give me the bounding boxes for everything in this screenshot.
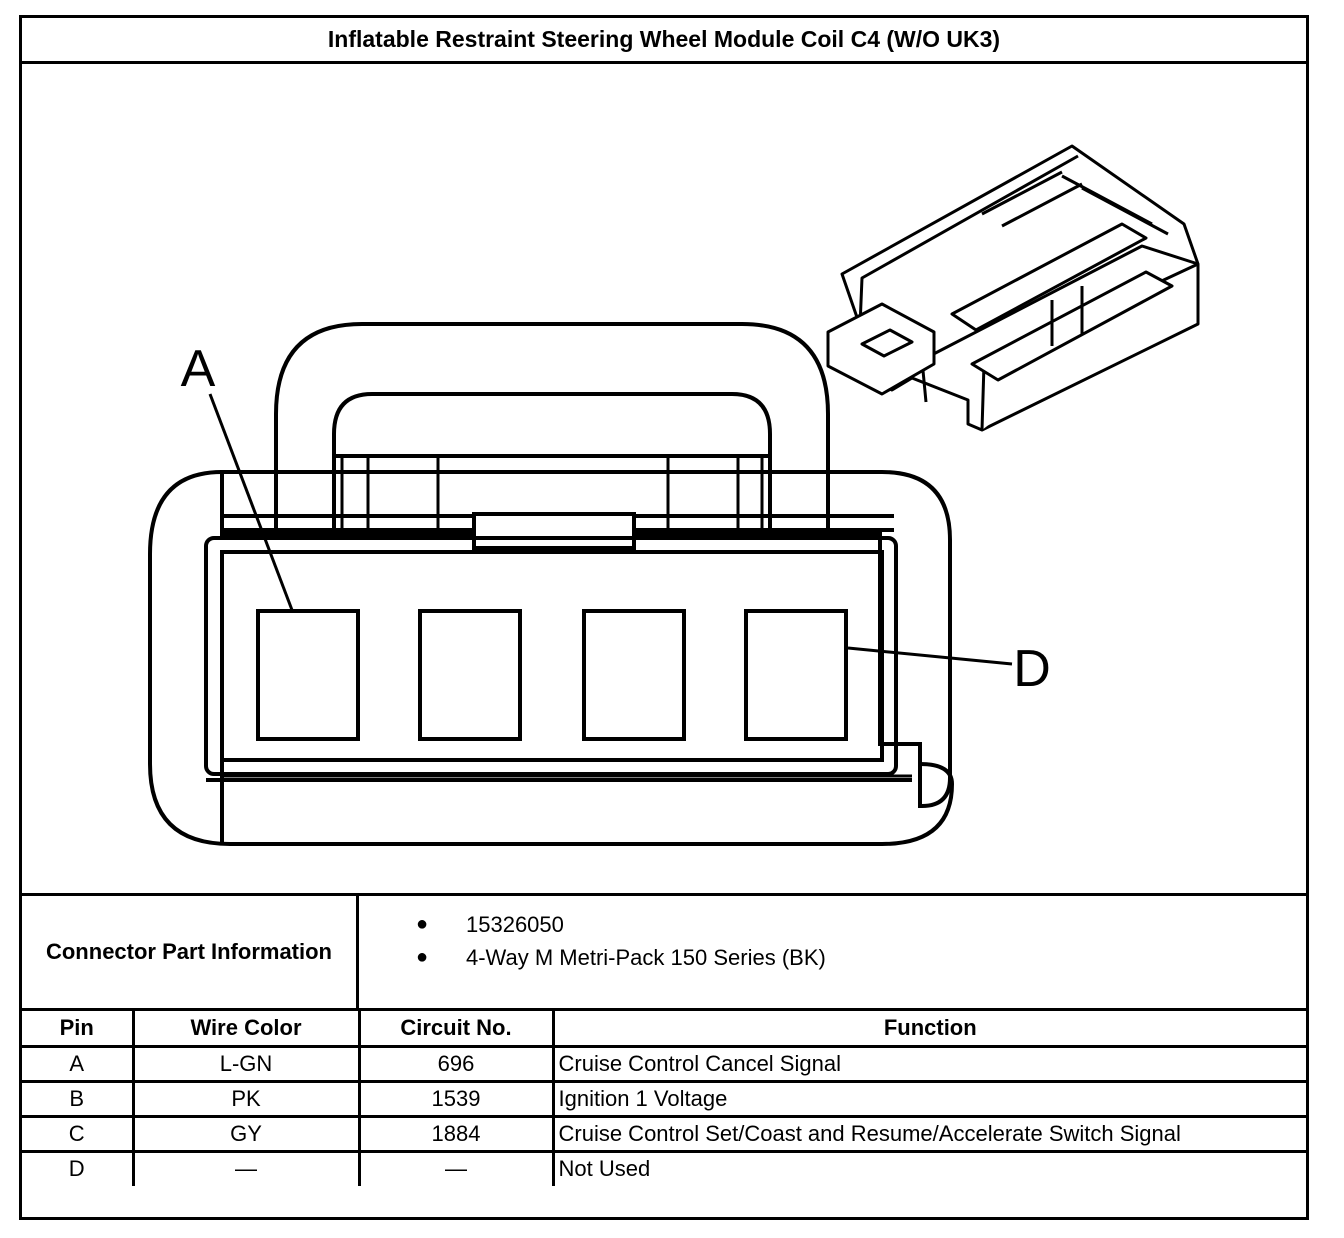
header-pin: Pin — [22, 1011, 135, 1048]
table-row: D — — Not Used — [22, 1149, 1306, 1186]
pin-cell: C — [22, 1114, 135, 1153]
circuit-cell: — — [357, 1149, 555, 1186]
connector-part-info-label: Connector Part Information — [22, 896, 359, 1008]
pin-cell: A — [22, 1044, 135, 1083]
pin-cell: B — [22, 1079, 135, 1118]
header-function: Function — [551, 1011, 1306, 1048]
pin-cavity-b — [418, 609, 522, 741]
table-row: A L-GN 696 Cruise Control Cancel Signal — [22, 1044, 1306, 1083]
bullet-icon: ● — [415, 913, 429, 935]
latch-outer — [274, 322, 830, 534]
connector-part-info-list: ● 15326050 ● 4-Way M Metri-Pack 150 Seri… — [412, 908, 826, 974]
connector-face-drawing: A D — [148, 144, 1200, 846]
callout-a-label: A — [181, 340, 216, 398]
header-circuit-no: Circuit No. — [357, 1011, 555, 1048]
wire-color-cell: GY — [131, 1114, 361, 1153]
connector-description: 4-Way M Metri-Pack 150 Series (BK) — [466, 945, 826, 970]
pin-cavity-a — [256, 609, 360, 741]
circuit-cell: 1884 — [357, 1114, 555, 1153]
function-cell: Cruise Control Set/Coast and Resume/Acce… — [551, 1114, 1306, 1153]
connector-part-information: Connector Part Information ● 15326050 ● … — [22, 893, 1306, 1011]
diagram-title: Inflatable Restraint Steering Wheel Modu… — [22, 18, 1306, 64]
connector-sheet: Inflatable Restraint Steering Wheel Modu… — [19, 15, 1309, 1220]
pin-cavity-d — [744, 609, 848, 741]
part-number: 15326050 — [466, 912, 564, 937]
function-cell: Not Used — [551, 1149, 1306, 1186]
pin-cell: D — [22, 1149, 135, 1186]
callout-d-leader — [847, 646, 1013, 666]
header-wire-color: Wire Color — [131, 1011, 361, 1048]
wire-color-cell: — — [131, 1149, 361, 1186]
function-cell: Cruise Control Cancel Signal — [551, 1044, 1306, 1083]
latch-inner — [332, 392, 772, 534]
pinout-header-row: Pin Wire Color Circuit No. Function — [22, 1011, 1306, 1048]
pin-cavity-c — [582, 609, 686, 741]
connector-isometric-icon — [826, 144, 1200, 432]
callout-a-leader — [208, 393, 294, 611]
bullet-icon: ● — [415, 946, 429, 968]
circuit-cell: 1539 — [357, 1079, 555, 1118]
function-cell: Ignition 1 Voltage — [551, 1079, 1306, 1118]
circuit-cell: 696 — [357, 1044, 555, 1083]
pinout-table: Pin Wire Color Circuit No. Function A L-… — [22, 1011, 1306, 1186]
part-info-item: ● 15326050 — [412, 908, 826, 941]
table-row: C GY 1884 Cruise Control Set/Coast and R… — [22, 1114, 1306, 1153]
wire-color-cell: L-GN — [131, 1044, 361, 1083]
callout-d-label: D — [1013, 640, 1051, 698]
connector-figure: A D — [22, 64, 1306, 893]
part-info-item: ● 4-Way M Metri-Pack 150 Series (BK) — [412, 941, 826, 974]
wire-color-cell: PK — [131, 1079, 361, 1118]
table-row: B PK 1539 Ignition 1 Voltage — [22, 1079, 1306, 1118]
connector-face — [148, 322, 1013, 846]
